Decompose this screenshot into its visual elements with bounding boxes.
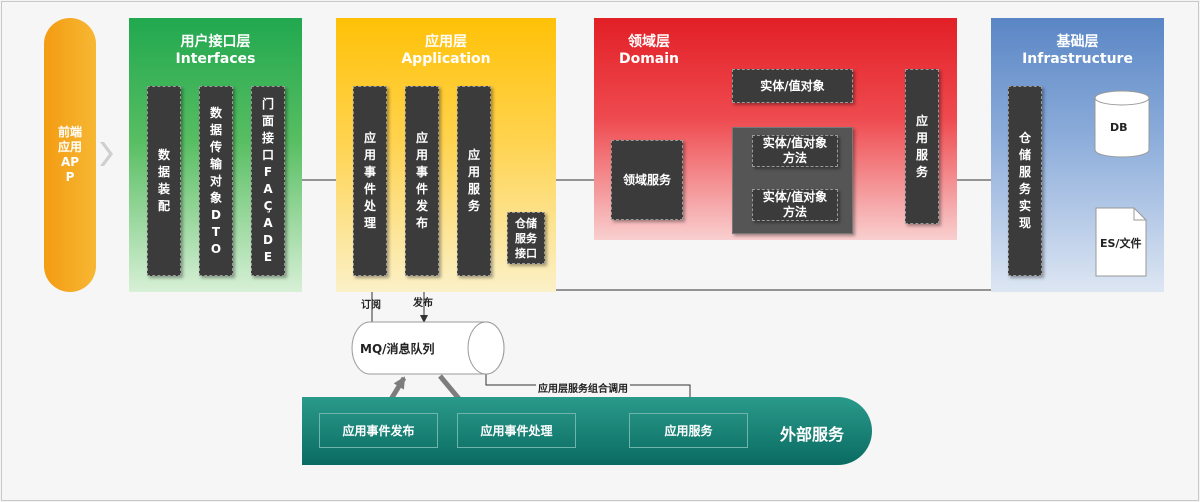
repo-impl-box: 仓储服务实现 [1008, 86, 1042, 276]
mq-label: MQ/消息队列 [360, 342, 435, 356]
external-services-panel [302, 397, 872, 465]
ext-app-service-label: 应用服务 [664, 424, 713, 438]
app-event-handle-label: 应用事件处理 [363, 131, 376, 230]
application-title-en: Application [401, 51, 491, 67]
facade-box: 门面接口FAÇADE [251, 86, 285, 276]
entity-label: 实体/值对象 [760, 78, 825, 93]
app-event-publish-label: 应用事件发布 [415, 131, 428, 230]
entity-method-1-box: 实体/值对象方法 [752, 135, 838, 167]
entity-method-1-label: 实体/值对象方法 [762, 136, 828, 165]
domain-title-en: Domain [618, 51, 680, 67]
entity-box: 实体/值对象 [732, 69, 853, 103]
publish-label: 发布 [413, 298, 433, 309]
dto-box: 数据传输对象DTO [199, 86, 233, 276]
ext-event-handle-label: 应用事件处理 [480, 424, 553, 438]
domain-title-cn: 领域层 [628, 34, 670, 50]
infrastructure-title-en: Infrastructure [1022, 51, 1133, 67]
entity-method-2-box: 实体/值对象方法 [752, 189, 838, 221]
frontend-app: 前端应用APP [44, 18, 96, 292]
domain-app-service-box: 应用服务 [905, 69, 939, 224]
frontend-chevron [100, 142, 113, 166]
facade-label: 门面接口FAÇADE [261, 97, 274, 264]
domain-service-box: 领域服务 [611, 140, 683, 220]
db-label: DB [1110, 121, 1128, 134]
app-event-publish-box: 应用事件发布 [405, 86, 439, 276]
repo-impl-label: 仓储服务实现 [1018, 131, 1031, 230]
entity-method-2-label: 实体/值对象方法 [762, 190, 828, 219]
external-services-title: 外部服务 [780, 425, 845, 444]
frontend-label: 前端应用APP [57, 125, 82, 184]
dto-label: 数据传输对象DTO [209, 105, 222, 256]
domain-app-service-label: 应用服务 [915, 113, 928, 179]
repo-interface-box: 仓储服务接口 [507, 212, 545, 264]
interfaces-title-cn: 用户接口层 [180, 34, 251, 50]
data-assembly-label: 数据装配 [157, 148, 170, 213]
interfaces-title-en: Interfaces [175, 51, 256, 67]
app-event-handle-box: 应用事件处理 [353, 86, 387, 276]
application-title-cn: 应用层 [425, 34, 467, 50]
data-assembly-box: 数据装配 [147, 86, 181, 276]
file-label: ES/文件 [1100, 237, 1142, 250]
domain-service-label: 领域服务 [622, 172, 671, 187]
app-service-label: 应用服务 [467, 148, 480, 213]
ext-event-publish-box: 应用事件发布 [319, 413, 438, 448]
subscribe-label: 订阅 [361, 300, 381, 311]
app-service-box: 应用服务 [457, 86, 491, 276]
ext-event-handle-box: 应用事件处理 [457, 413, 576, 448]
repo-interface-label: 仓储服务接口 [515, 216, 537, 260]
ext-event-publish-label: 应用事件发布 [342, 424, 415, 438]
external-call-label: 应用层服务组合调用 [536, 380, 630, 395]
ext-app-service-box: 应用服务 [629, 413, 748, 448]
infrastructure-title-cn: 基础层 [1056, 34, 1099, 50]
